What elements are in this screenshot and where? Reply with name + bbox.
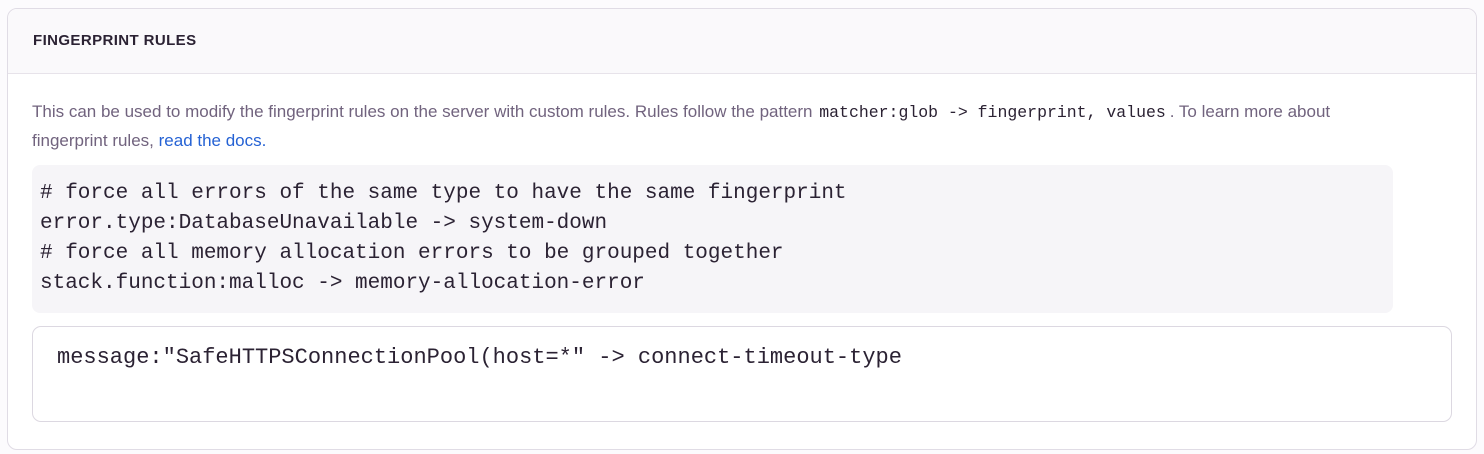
read-the-docs-link[interactable]: read the docs. (158, 131, 267, 150)
example-code-line: error.type:DatabaseUnavailable -> system… (40, 212, 608, 235)
panel-title: FINGERPRINT RULES (33, 32, 197, 49)
panel-body: This can be used to modify the fingerpri… (8, 74, 1476, 449)
fingerprint-rules-panel: FINGERPRINT RULES This can be used to mo… (7, 8, 1477, 450)
pattern-inline-code: matcher:glob -> fingerprint, values (819, 103, 1166, 122)
example-code-line: stack.function:malloc -> memory-allocati… (40, 272, 645, 295)
panel-header: FINGERPRINT RULES (8, 9, 1476, 74)
description-text: This can be used to modify the fingerpri… (32, 98, 1382, 155)
description-text-middle: . To learn more about fingerprint rules, (32, 102, 1331, 150)
description-text-start: This can be used to modify the fingerpri… (32, 102, 813, 121)
example-code-line: # force all memory allocation errors to … (40, 242, 784, 265)
fingerprint-rules-input[interactable]: message:"SafeHTTPSConnectionPool(host=*"… (32, 326, 1452, 422)
example-code-block: # force all errors of the same type to h… (32, 165, 1393, 313)
example-code-line: # force all errors of the same type to h… (40, 182, 847, 205)
